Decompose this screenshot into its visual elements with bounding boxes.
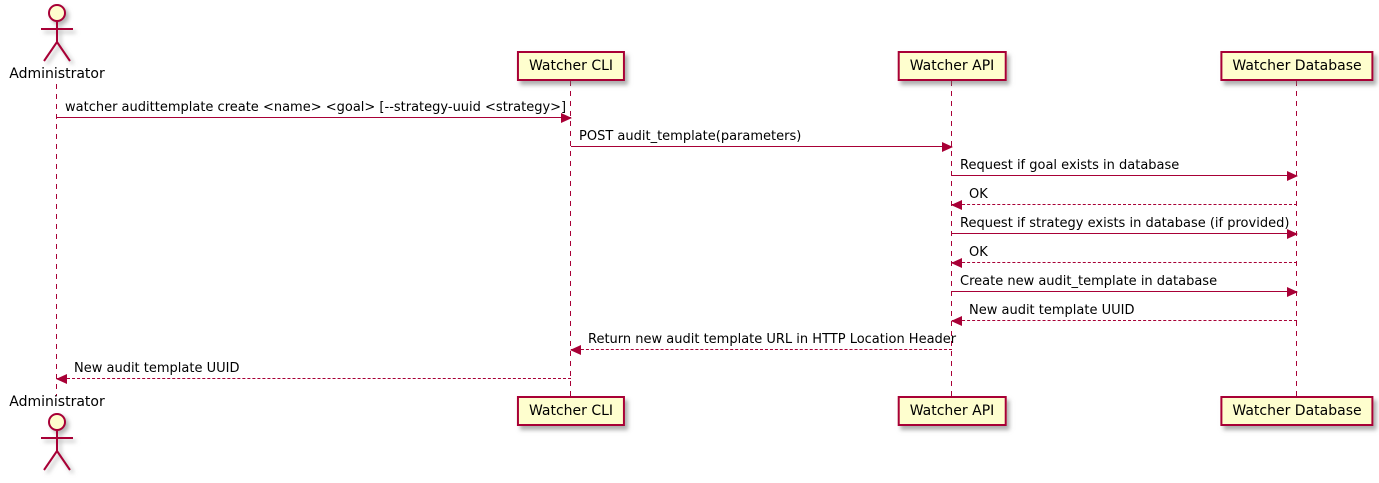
message-4-line: [952, 204, 1297, 205]
message-8-line: [952, 320, 1297, 321]
message-7: Create new audit_template in database: [952, 272, 1298, 297]
participant-bottom-watcher-cli: Watcher CLI: [516, 396, 626, 426]
message-10-label: New audit template UUID: [74, 361, 240, 376]
arrowhead-right-icon: [1287, 229, 1298, 239]
message-8-label: New audit template UUID: [969, 303, 1135, 318]
message-4: OK: [951, 185, 1297, 210]
arrowhead-left-icon: [951, 258, 962, 268]
participant-top-watcher-cli: Watcher CLI: [516, 51, 626, 81]
participant-top-watcher-api: Watcher API: [897, 51, 1007, 81]
actor-label-top: Administrator: [9, 66, 105, 82]
arrowhead-left-icon: [570, 345, 581, 355]
actor-label-bottom: Administrator: [9, 394, 105, 410]
message-1-line: [57, 117, 571, 118]
message-7-line: [952, 291, 1297, 292]
lifeline-watcher-api: [951, 81, 952, 396]
message-2-line: [571, 146, 952, 147]
lifeline-watcher-cli: [570, 81, 571, 396]
arrowhead-right-icon: [561, 113, 572, 123]
message-3: Request if goal exists in database: [952, 156, 1298, 181]
message-9-line: [571, 349, 952, 350]
message-2-label: POST audit_template(parameters): [579, 129, 802, 144]
message-6-label: OK: [969, 245, 988, 260]
arrowhead-left-icon: [951, 316, 962, 326]
message-10: New audit template UUID: [56, 359, 571, 384]
message-10-line: [57, 378, 571, 379]
message-6-line: [952, 262, 1297, 263]
arrowhead-right-icon: [942, 142, 953, 152]
message-5-line: [952, 233, 1297, 234]
message-2: POST audit_template(parameters): [571, 127, 953, 152]
message-8: New audit template UUID: [951, 301, 1297, 326]
message-1-label: watcher audittemplate create <name> <goa…: [65, 100, 567, 115]
arrowhead-right-icon: [1287, 171, 1298, 181]
arrowhead-left-icon: [951, 200, 962, 210]
message-3-label: Request if goal exists in database: [960, 158, 1180, 173]
message-6: OK: [951, 243, 1297, 268]
lifeline-administrator: [56, 84, 57, 396]
participant-top-watcher-database: Watcher Database: [1220, 51, 1374, 81]
message-9-label: Return new audit template URL in HTTP Lo…: [588, 332, 957, 347]
message-4-label: OK: [969, 187, 988, 202]
arrowhead-left-icon: [56, 374, 67, 384]
arrowhead-right-icon: [1287, 287, 1298, 297]
message-3-line: [952, 175, 1297, 176]
participant-bottom-watcher-database: Watcher Database: [1220, 396, 1374, 426]
actor-icon-top: [35, 3, 79, 63]
message-1: watcher audittemplate create <name> <goa…: [57, 98, 572, 123]
message-5: Request if strategy exists in database (…: [952, 214, 1298, 239]
actor-icon-bottom: [35, 412, 79, 472]
message-5-label: Request if strategy exists in database (…: [960, 216, 1290, 231]
message-9: Return new audit template URL in HTTP Lo…: [570, 330, 956, 355]
participant-bottom-watcher-api: Watcher API: [897, 396, 1007, 426]
message-7-label: Create new audit_template in database: [960, 274, 1218, 289]
